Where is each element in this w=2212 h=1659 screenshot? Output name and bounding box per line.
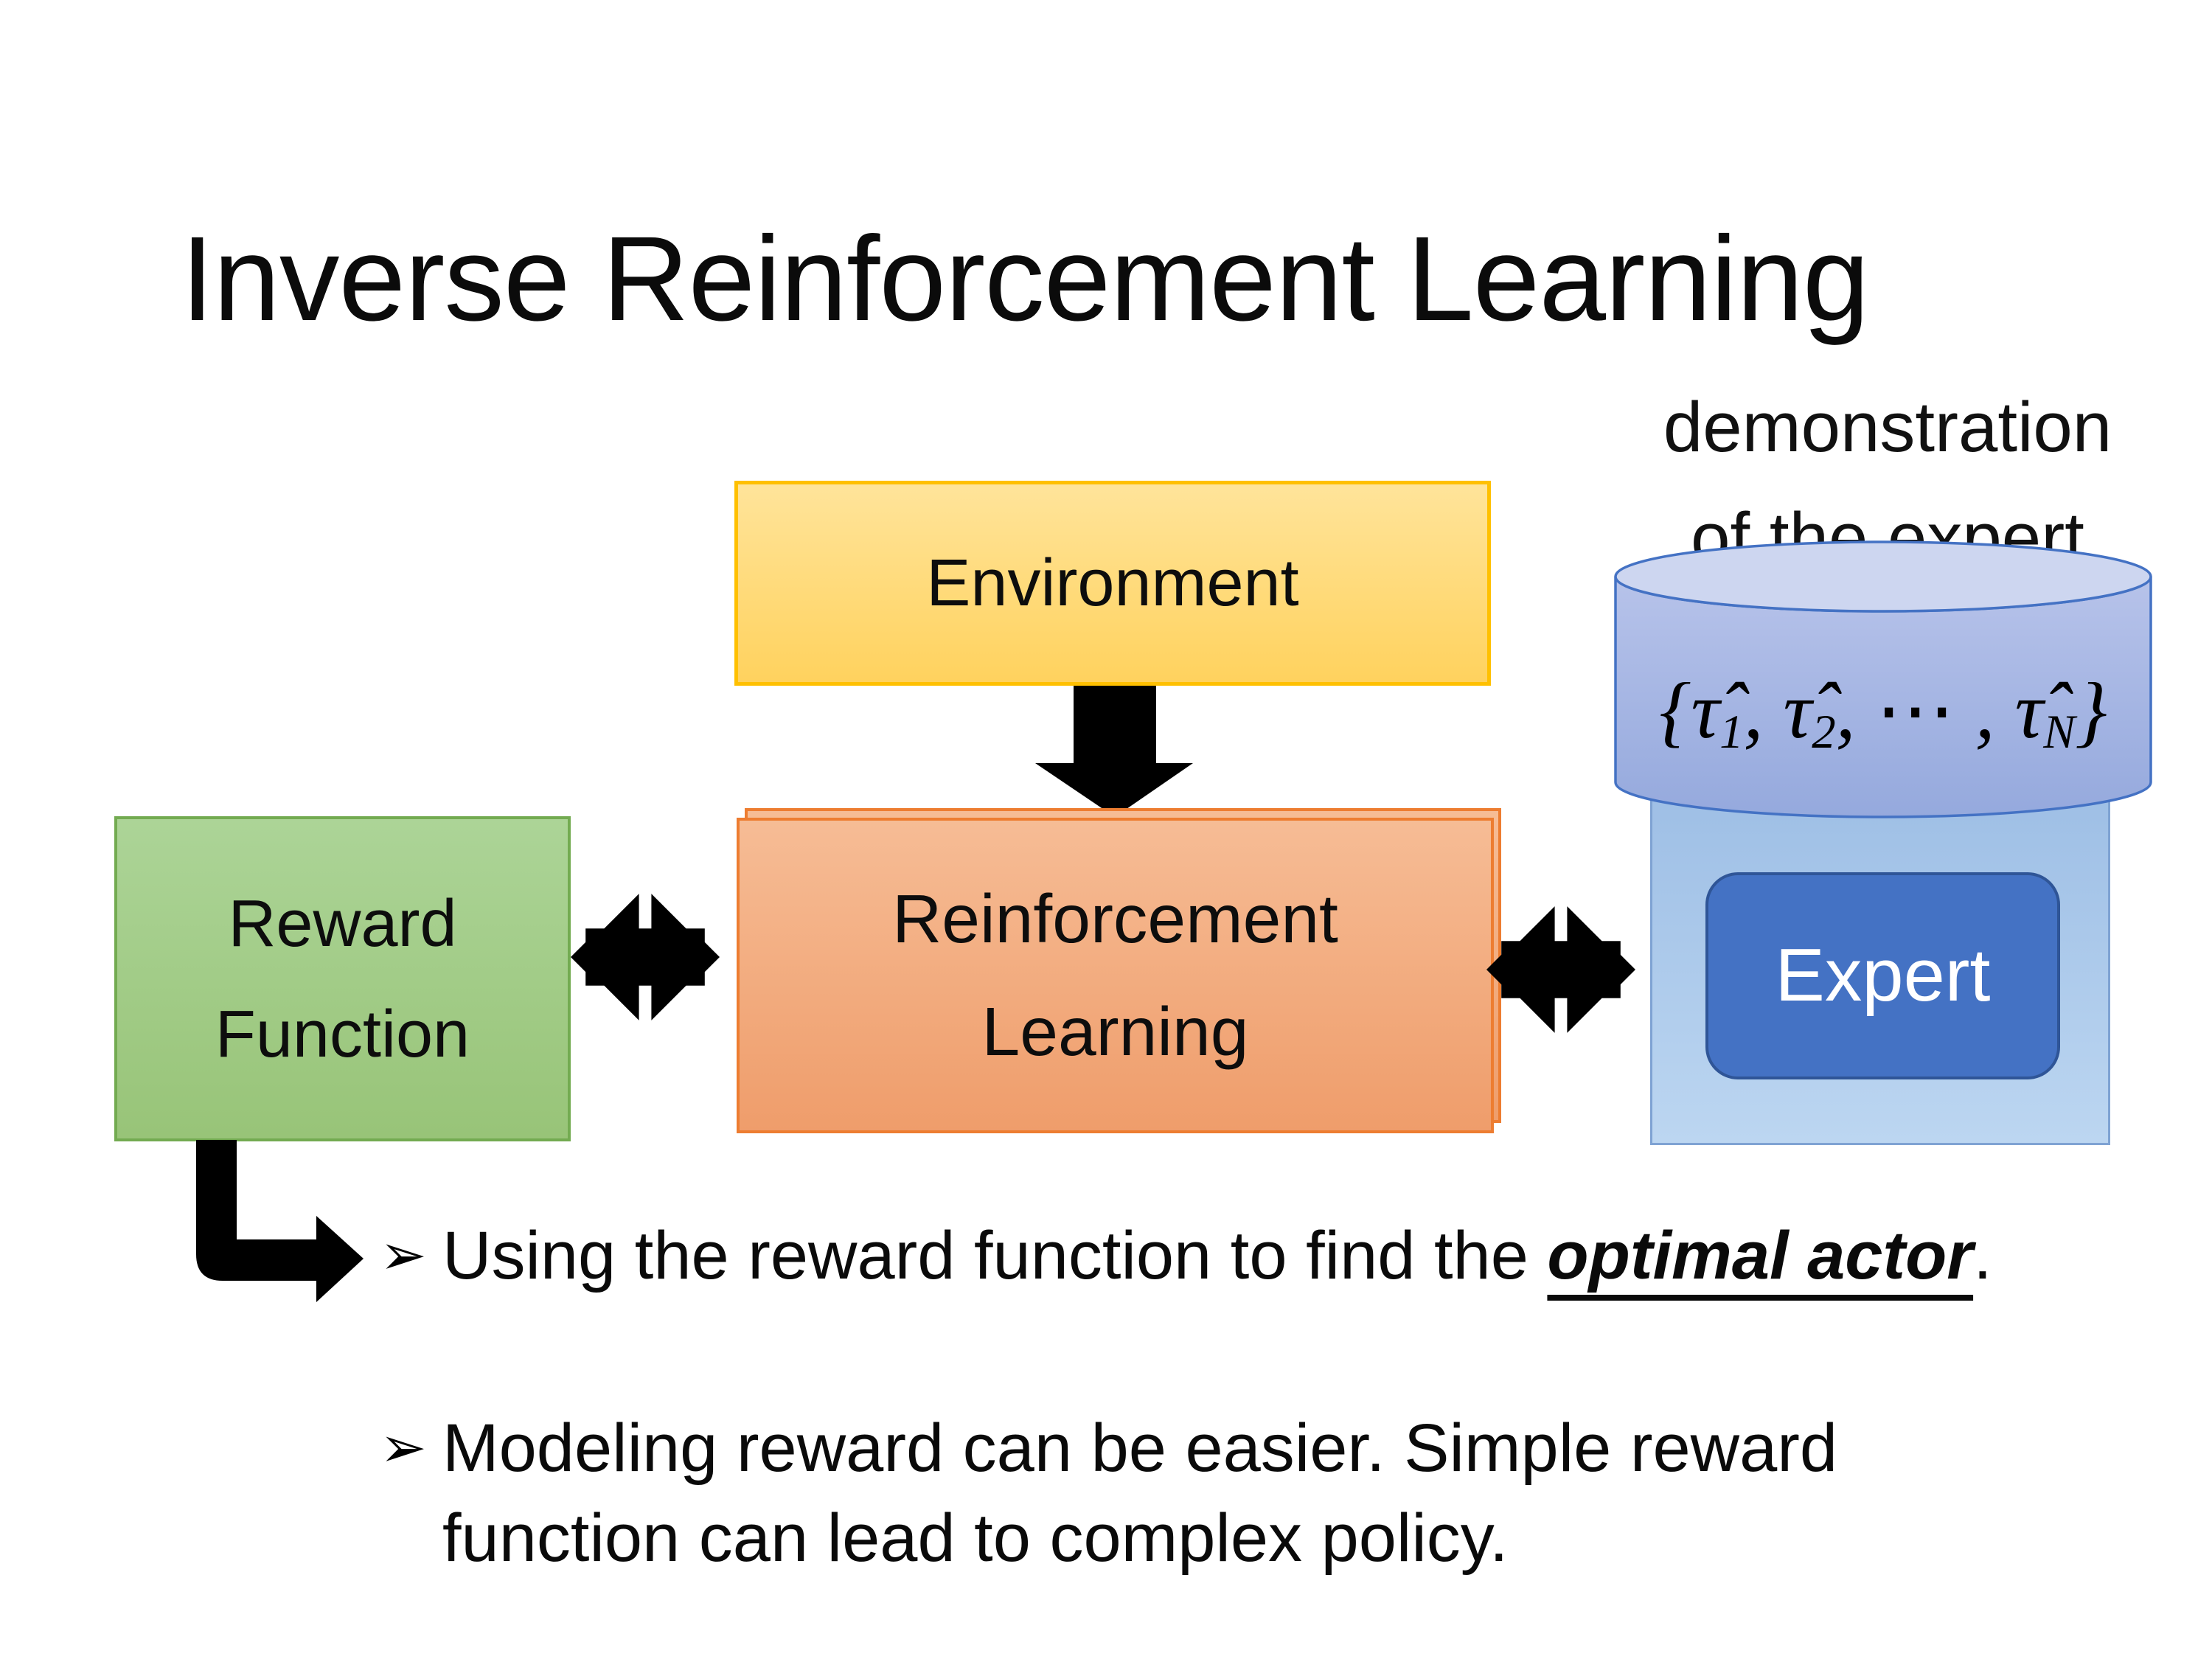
bullet-arrow-icon: ➢ xyxy=(380,1416,427,1479)
environment-label: Environment xyxy=(926,546,1299,620)
environment-box: Environment xyxy=(734,481,1491,686)
bullet-arrow-icon: ➢ xyxy=(380,1224,427,1287)
exchange-arrow-left-icon xyxy=(571,883,720,1032)
formula-close-brace: } xyxy=(2075,667,2107,755)
reinforcement-learning-label-line1: Reinforcement xyxy=(892,880,1338,957)
formula-tau-2: τ̂ xyxy=(1783,667,1812,755)
bullet-1-suffix: . xyxy=(1973,1218,1992,1293)
expert-box: Expert xyxy=(1705,872,2060,1079)
formula-dots: , ⋯ , xyxy=(1835,667,2015,755)
formula-sub-1: 1 xyxy=(1719,706,1744,759)
bullet-item-2: ➢ Modeling reward can be easier. Simple … xyxy=(380,1403,2164,1583)
formula-sub-n: N xyxy=(2043,706,2076,759)
reward-function-box: Reward Function xyxy=(114,816,571,1141)
formula-open-brace: { xyxy=(1659,667,1691,755)
bent-arrow-icon xyxy=(196,1140,364,1302)
bullet-1-highlight: optimal actor xyxy=(1547,1218,1974,1293)
reinforcement-learning-label-line2: Learning xyxy=(981,993,1249,1070)
formula-sub-2: 2 xyxy=(1812,706,1836,759)
expert-label: Expert xyxy=(1775,934,1991,1017)
exchange-arrow-right-icon xyxy=(1486,895,1635,1044)
reinforcement-learning-box: Reinforcement Learning xyxy=(737,818,1494,1133)
demonstration-label-line1: demonstration xyxy=(1663,388,2112,467)
bullet-1-text: Using the reward function to find the op… xyxy=(442,1211,2101,1301)
page-title: Inverse Reinforcement Learning xyxy=(181,211,1869,346)
bullet-item-1: ➢ Using the reward function to find the … xyxy=(380,1211,2164,1301)
demonstration-label: demonstration of the expert xyxy=(1585,372,2190,594)
down-arrow-icon xyxy=(1035,686,1193,817)
trajectory-set-formula: {τ̂1, τ̂2, ⋯ , τ̂N} xyxy=(1612,649,2154,785)
reward-function-label-line1: Reward xyxy=(228,886,457,961)
database-cylinder-icon xyxy=(1614,540,2152,818)
bullet-2-text: Modeling reward can be easier. Simple re… xyxy=(442,1411,1838,1576)
formula-tau-n: τ̂ xyxy=(2014,667,2044,755)
reward-function-label-line2: Function xyxy=(215,997,470,1071)
bullet-1-prefix: Using the reward function to find the xyxy=(442,1218,1548,1293)
formula-comma: , xyxy=(1743,667,1784,755)
formula-tau-1: τ̂ xyxy=(1691,667,1720,755)
